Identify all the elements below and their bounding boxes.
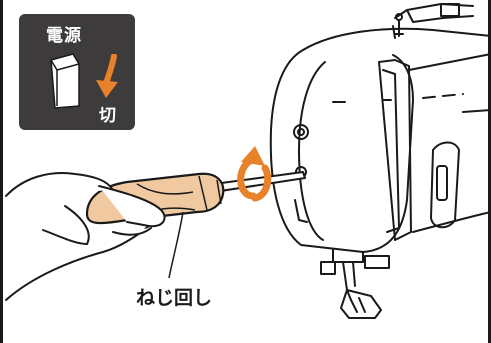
off-label: 切 [99, 101, 116, 126]
power-switch-icon [45, 50, 85, 110]
screwdriver-icon [87, 172, 305, 278]
power-switch-panel: 電源 切 [19, 14, 135, 130]
sewing-machine-icon [271, 4, 491, 318]
power-label: 電源 [46, 21, 82, 46]
down-arrow-icon [94, 54, 124, 102]
screwdriver-label: ねじ回し [136, 283, 212, 310]
rotation-arrow-icon [241, 146, 268, 198]
